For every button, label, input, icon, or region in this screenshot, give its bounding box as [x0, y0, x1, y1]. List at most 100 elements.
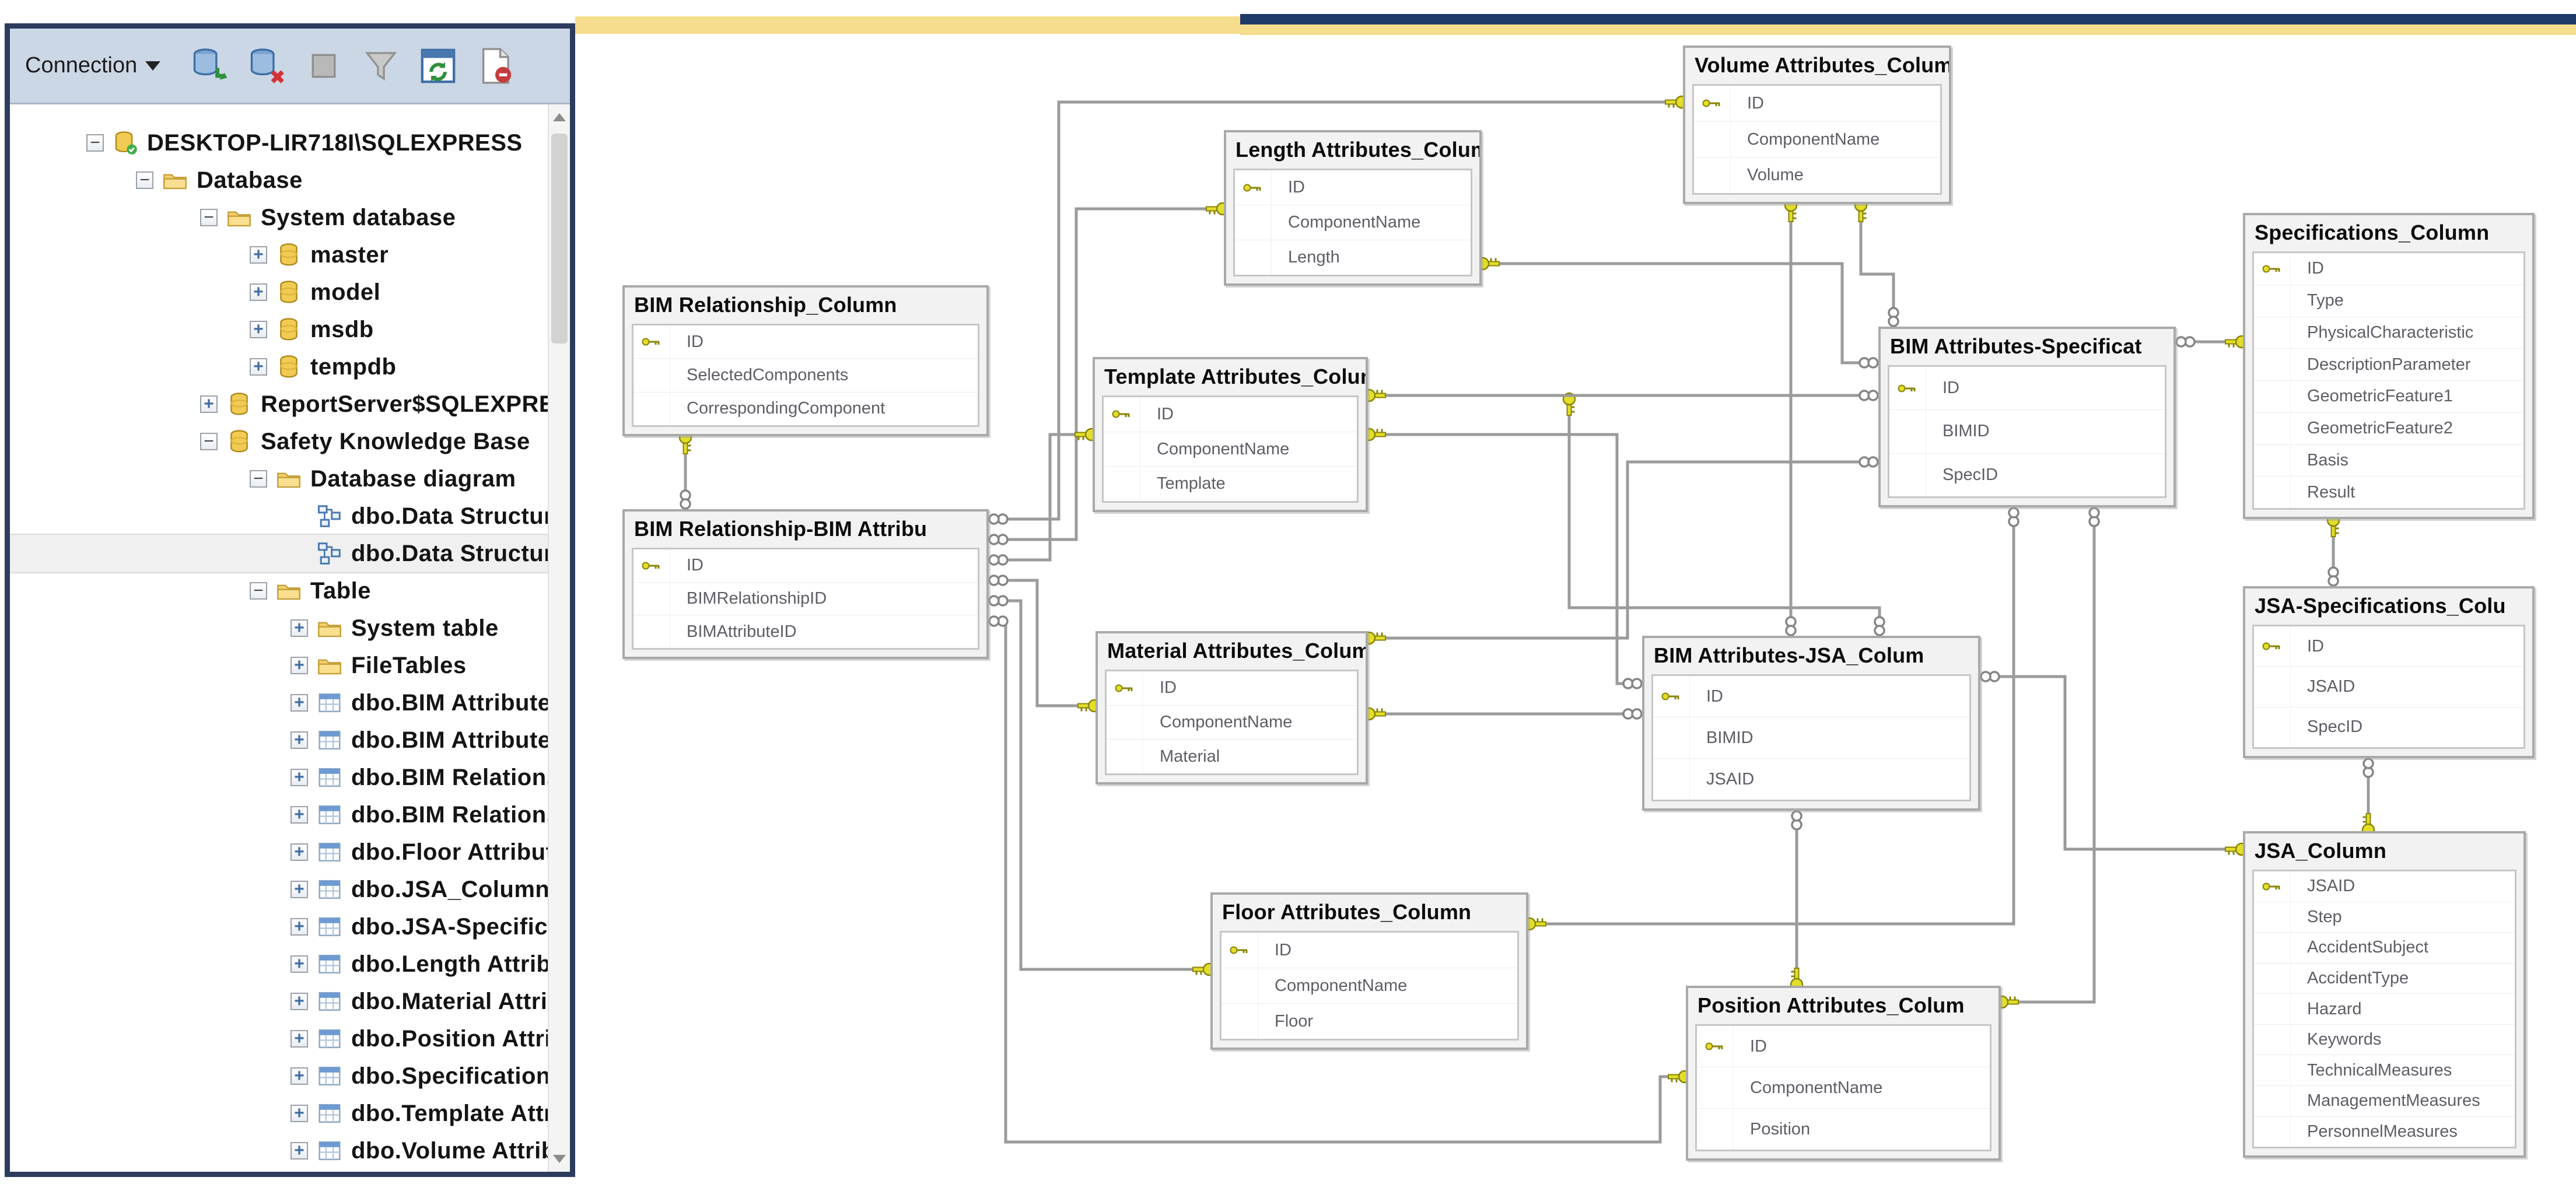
object-explorer-tree: −DESKTOP-LIR718I\SQLEXPRESS−Database−Sys… — [10, 104, 570, 1172]
tree-expander-plus-icon[interactable]: + — [290, 993, 308, 1010]
filter-icon[interactable] — [360, 41, 402, 90]
tree-item[interactable]: +dbo.BIM Attributes-JSA — [10, 684, 570, 721]
tree-item[interactable]: +dbo.BIM Attributes-Spe — [10, 721, 570, 759]
table-field-row: ID — [1235, 170, 1471, 205]
tree-expander-plus-icon[interactable]: + — [290, 619, 308, 637]
table-title[interactable]: Floor Attributes_Column — [1222, 900, 1472, 924]
connection-dropdown[interactable]: Connection — [25, 53, 161, 78]
tree-item[interactable]: +dbo.JSA_Column — [10, 871, 570, 908]
tree-expander-plus-icon[interactable]: + — [290, 694, 308, 712]
table-title[interactable]: BIM Attributes-Specificat — [1890, 334, 2142, 358]
tree-item[interactable]: −Table — [10, 572, 570, 609]
tree-expander-plus-icon[interactable]: + — [290, 806, 308, 824]
connect-icon[interactable] — [188, 41, 230, 90]
tree-expander-plus-icon[interactable]: + — [290, 1142, 308, 1160]
script-icon[interactable] — [474, 41, 516, 90]
tree-expander-plus-icon[interactable]: + — [290, 955, 308, 973]
tree-expander-plus-icon[interactable]: + — [200, 395, 218, 413]
tree-scrollbar[interactable] — [548, 104, 570, 1172]
tree-item[interactable]: −Safety Knowledge Base — [10, 423, 570, 460]
tree-item[interactable]: +dbo.BIM Relationship-E — [10, 796, 570, 833]
tree-expander-plus-icon[interactable]: + — [290, 657, 308, 674]
tree-item[interactable]: dbo.Data Structure_Saf — [10, 534, 570, 573]
table-title[interactable]: Specifications_Column — [2255, 220, 2490, 244]
tree-expander-plus-icon[interactable]: + — [290, 843, 308, 861]
tree-expander-minus-icon[interactable]: − — [250, 470, 267, 488]
tree-item[interactable]: +dbo.BIM Relationship_C — [10, 759, 570, 796]
tree-expander-plus-icon[interactable]: + — [290, 769, 308, 786]
tree-item[interactable]: +dbo.Template Attribute — [10, 1095, 570, 1132]
tree-expander-minus-icon[interactable]: − — [200, 209, 218, 226]
tree-item[interactable]: +ReportServer$SQLEXPRESS — [10, 386, 570, 423]
table-title[interactable]: BIM Relationship-BIM Attribu — [634, 517, 928, 541]
tree-expander-plus-icon[interactable]: + — [250, 283, 267, 301]
table-title[interactable]: Material Attributes_Column — [1107, 639, 1366, 663]
field-name: ID — [2307, 259, 2324, 278]
tree-expander-plus-icon[interactable]: + — [290, 1105, 308, 1122]
tree-item[interactable]: −Database — [10, 162, 570, 199]
tree-expander-minus-icon[interactable]: − — [136, 171, 153, 189]
tree-expander-plus-icon[interactable]: + — [250, 321, 267, 338]
tree-expander-plus-icon[interactable]: + — [250, 358, 267, 376]
tree-expander-minus-icon[interactable]: − — [86, 134, 104, 152]
scroll-down-icon[interactable] — [549, 1146, 570, 1172]
tree-item[interactable]: −System database — [10, 199, 570, 236]
tree-item[interactable]: +dbo.Floor Attributes_Co — [10, 833, 570, 871]
disconnect-icon[interactable] — [246, 41, 288, 90]
scrollbar-thumb[interactable] — [551, 134, 568, 344]
tree-item[interactable]: +tempdb — [10, 348, 570, 386]
table-title[interactable]: Volume Attributes_Column — [1695, 53, 1949, 77]
table-title[interactable]: Template Attributes_Column — [1104, 365, 1366, 388]
tree-item[interactable]: −DESKTOP-LIR718I\SQLEXPRESS — [10, 124, 570, 162]
tree-item[interactable]: −Database diagram — [10, 460, 570, 498]
tree-item[interactable]: +dbo.JSA-Specifications_ — [10, 908, 570, 945]
table-title[interactable]: Position Attributes_Colum — [1698, 993, 1965, 1017]
tree-item[interactable]: +dbo.Specifications_Colu — [10, 1057, 570, 1095]
tree-expander-plus-icon[interactable]: + — [290, 1030, 308, 1048]
tree-expander-minus-icon[interactable]: − — [200, 433, 218, 450]
tree-item[interactable]: +dbo.Material Attributes — [10, 983, 570, 1020]
tree-item[interactable]: +dbo.Length Attributes_ — [10, 945, 570, 983]
tree-expander-plus-icon[interactable]: + — [290, 1067, 308, 1085]
tree-expander-minus-icon[interactable]: − — [250, 582, 267, 600]
tree-item[interactable]: +model — [10, 274, 570, 311]
tree-item[interactable]: +msdb — [10, 311, 570, 348]
table-title[interactable]: JSA-Specifications_Colu — [2255, 594, 2506, 618]
table-title[interactable]: BIM Attributes-JSA_Colum — [1654, 643, 1924, 667]
tree-item[interactable]: +FileTables — [10, 647, 570, 684]
tree-item[interactable]: +System table — [10, 609, 570, 647]
tree-expander-plus-icon[interactable]: + — [290, 918, 308, 936]
tree-item[interactable]: dbo.Data Structure — [10, 498, 570, 535]
primary-key-icon — [1697, 1026, 1734, 1067]
table-title[interactable]: JSA_Column — [2255, 839, 2387, 863]
tree-expander-plus-icon[interactable]: + — [290, 731, 308, 749]
table-title[interactable]: BIM Relationship_Column — [634, 293, 897, 317]
table-title[interactable]: Length Attributes_Column — [1236, 138, 1479, 162]
stop-icon[interactable] — [303, 41, 345, 90]
refresh-icon[interactable] — [417, 41, 459, 90]
tree-item[interactable]: +dbo.Position Attributes — [10, 1020, 570, 1057]
tree-expander-plus-icon[interactable]: + — [250, 246, 267, 264]
scroll-up-icon[interactable] — [549, 104, 570, 130]
key-cell-empty — [2254, 1085, 2291, 1116]
tree-item[interactable]: +dbo.Volume Attributes — [10, 1132, 570, 1169]
tree-expander-plus-icon[interactable]: + — [290, 881, 308, 898]
tree-item[interactable]: +master — [10, 236, 570, 274]
